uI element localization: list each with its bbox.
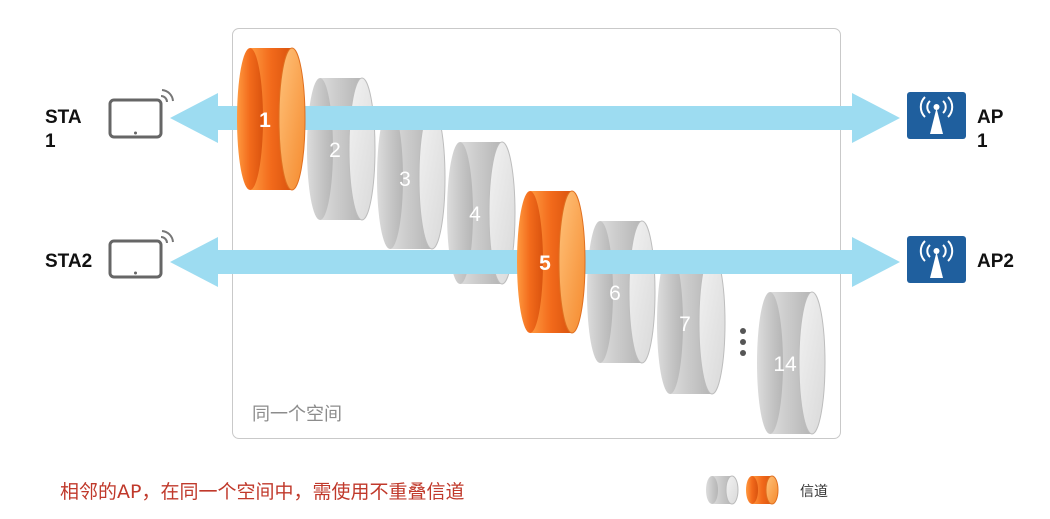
channel-number: 4 [469, 203, 481, 226]
channel-6: 6 [587, 221, 655, 363]
legend-label: 信道 [800, 481, 828, 501]
wireless-ap-icon [907, 92, 966, 139]
channel-number: 5 [539, 252, 551, 275]
ap1-label: AP 1 [977, 106, 1003, 154]
channel-number: 2 [329, 139, 341, 162]
tablet-icon [110, 231, 173, 277]
sta1-label: STA 1 [45, 106, 82, 154]
tablet-icon [110, 90, 173, 137]
channel-14: 14 [757, 292, 825, 434]
wireless-ap-icon [907, 236, 966, 283]
sta2-label: STA2 [45, 250, 92, 274]
legend-active-channel [746, 476, 778, 504]
channel-number: 14 [773, 353, 797, 376]
vertical-ellipsis [740, 328, 746, 356]
channel-number: 1 [259, 109, 271, 132]
legend-idle-channel [706, 476, 738, 504]
channel-number: 6 [609, 282, 621, 305]
channel-number: 3 [399, 168, 411, 191]
note-text: 相邻的AP，在同一个空间中，需使用不重叠信道 [60, 477, 464, 504]
channel-2: 2 [307, 78, 375, 220]
ap2-label: AP2 [977, 250, 1014, 274]
channel-number: 7 [679, 313, 691, 336]
channel-5: 5 [517, 191, 585, 333]
channel-1: 1 [237, 48, 305, 190]
